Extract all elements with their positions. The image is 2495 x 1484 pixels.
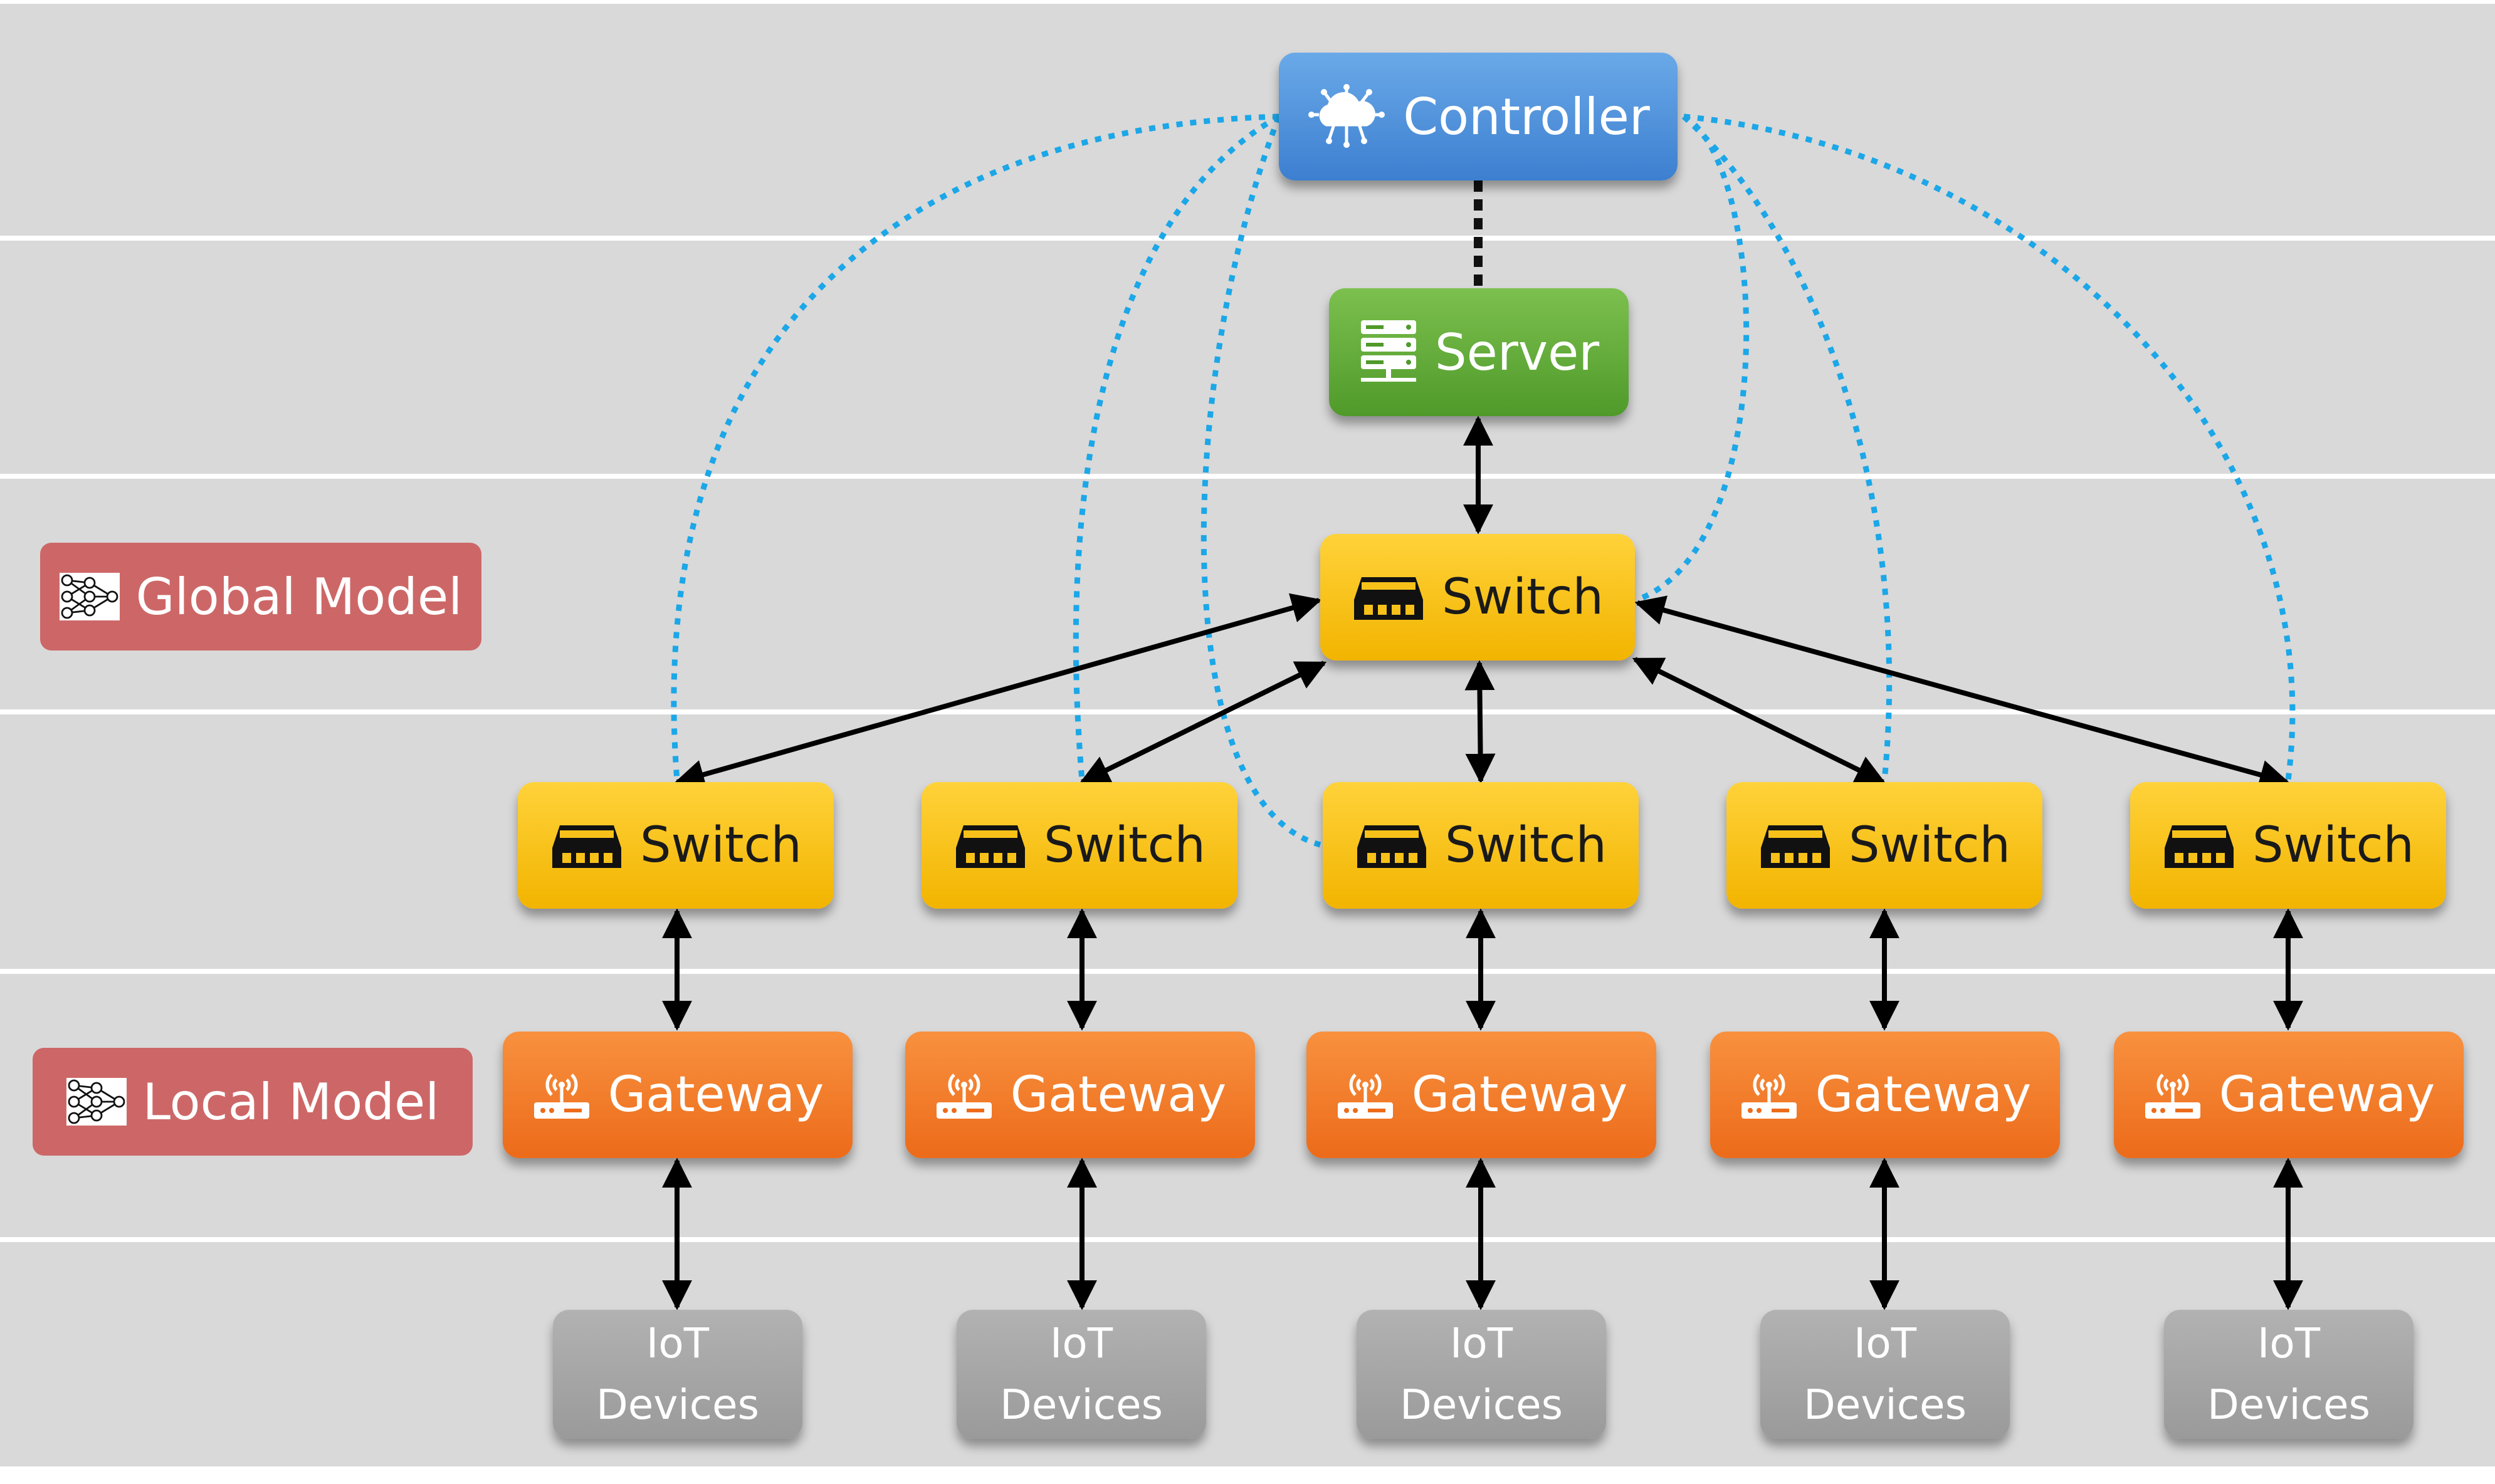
link-core-switch-1 [674, 593, 1322, 790]
core-switch-label: Switch [1442, 569, 1604, 625]
iot-label-line1: IoT [1853, 1319, 1917, 1367]
router-antenna-icon [532, 1065, 592, 1125]
switch-icon [2162, 820, 2236, 870]
control-link-switch-3 [1200, 115, 1321, 848]
local-model-label: Local Model [33, 1048, 473, 1156]
control-link-switch-2 [1073, 114, 1281, 781]
neural-network-icon [66, 1077, 127, 1126]
edge-switch-5[interactable]: Switch [2130, 782, 2446, 909]
core-switch-node[interactable]: Switch [1320, 534, 1635, 661]
gateway-2[interactable]: Gateway [905, 1032, 1255, 1158]
layer-separator [0, 236, 2495, 241]
iot-label-line2: Devices [1399, 1381, 1563, 1429]
global-model-label: Global Model [40, 543, 481, 651]
edge-switch-label: Switch [1044, 817, 1205, 874]
controller-label: Controller [1403, 87, 1650, 146]
gateway-label: Gateway [1411, 1067, 1628, 1123]
iot-label-line1: IoT [1449, 1319, 1513, 1367]
gateway-4[interactable]: Gateway [1710, 1032, 2060, 1158]
iot-label-line1: IoT [2257, 1319, 2321, 1367]
router-antenna-icon [1335, 1065, 1395, 1125]
layer-separator [0, 0, 2495, 4]
edge-switch-1[interactable]: Switch [518, 782, 834, 909]
switch-icon [1352, 572, 1426, 622]
edge-switch-label: Switch [640, 817, 802, 874]
iot-label-line2: Devices [2207, 1381, 2371, 1429]
server-node[interactable]: Server [1329, 288, 1629, 416]
gateway-label: Gateway [1815, 1067, 2032, 1123]
control-link-switch-1 [671, 113, 1279, 781]
edge-switch-4[interactable]: Switch [1726, 782, 2042, 909]
iot-label-line2: Devices [596, 1381, 760, 1429]
global-model-text: Global Model [135, 567, 463, 626]
gateway-label: Gateway [1010, 1067, 1227, 1123]
cloud-network-icon [1306, 82, 1387, 151]
iot-devices-5[interactable]: IoT Devices [2164, 1310, 2414, 1439]
control-link-core-switch [1637, 114, 1750, 602]
control-link-switch-4 [1681, 114, 1893, 781]
link-core-switch-4 [1632, 657, 1886, 785]
iot-devices-2[interactable]: IoT Devices [957, 1310, 1206, 1439]
gateway-label: Gateway [2219, 1067, 2435, 1123]
layer-separator [0, 1466, 2495, 1484]
router-antenna-icon [934, 1065, 994, 1125]
neural-network-icon [59, 572, 120, 621]
edge-switch-label: Switch [2252, 817, 2414, 874]
router-antenna-icon [2143, 1065, 2203, 1125]
iot-label-line1: IoT [1049, 1319, 1113, 1367]
control-link-switch-5 [1683, 113, 2296, 781]
local-model-text: Local Model [142, 1072, 439, 1131]
switch-icon [550, 820, 624, 870]
router-antenna-icon [1739, 1065, 1799, 1125]
edge-switch-2[interactable]: Switch [922, 782, 1237, 909]
layer-separator [0, 474, 2495, 479]
link-core-switch-5 [1634, 595, 2290, 790]
edge-switch-3[interactable]: Switch [1323, 782, 1639, 909]
gateway-3[interactable]: Gateway [1306, 1032, 1656, 1158]
switch-icon [1758, 820, 1832, 870]
gateway-5[interactable]: Gateway [2114, 1032, 2464, 1158]
gateway-label: Gateway [607, 1067, 824, 1123]
controller-node[interactable]: Controller [1279, 53, 1678, 180]
layer-separator [0, 1237, 2495, 1242]
gateway-1[interactable]: Gateway [503, 1032, 853, 1158]
link-core-switch-2 [1079, 661, 1327, 785]
iot-devices-4[interactable]: IoT Devices [1760, 1310, 2010, 1439]
link-core-switch-3 [1464, 660, 1496, 784]
iot-label-line2: Devices [1803, 1381, 1967, 1429]
server-label: Server [1434, 323, 1600, 382]
edge-switch-label: Switch [1445, 817, 1607, 874]
switch-icon [953, 820, 1027, 870]
server-rack-icon [1358, 318, 1419, 387]
switch-icon [1355, 820, 1429, 870]
edge-switch-label: Switch [1849, 817, 2010, 874]
layer-separator [0, 969, 2495, 974]
iot-label-line1: IoT [646, 1319, 710, 1367]
iot-devices-1[interactable]: IoT Devices [553, 1310, 802, 1439]
iot-label-line2: Devices [999, 1381, 1163, 1429]
iot-devices-3[interactable]: IoT Devices [1357, 1310, 1606, 1439]
